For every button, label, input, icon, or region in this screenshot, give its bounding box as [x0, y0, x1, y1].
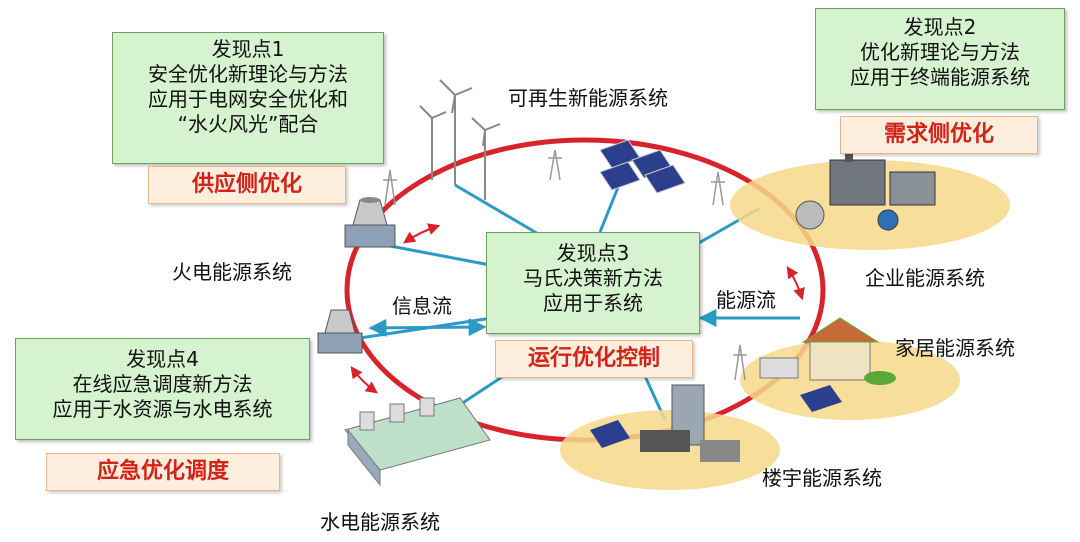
finding-3-line: 应用于系统 [543, 291, 643, 315]
finding-4-line: 在线应急调度新方法 [72, 372, 253, 396]
finding-1-line: “水火风光”配合 [177, 112, 319, 136]
red-arrow-enterprise [786, 265, 805, 301]
operation-control-tag: 运行优化控制 [495, 340, 693, 378]
power-pylon-icon [383, 149, 747, 381]
home-house-icon [740, 317, 960, 420]
info-flow-label: 信息流 [392, 294, 452, 318]
solar-panel-icon [599, 139, 686, 194]
supply-side-tag: 供应侧优化 [148, 166, 346, 204]
hydro-system-label: 水电能源系统 [320, 510, 440, 534]
finding-box-2: 发现点2 优化新理论与方法 应用于终端能源系统 [815, 8, 1065, 110]
enterprise-factory-icon [730, 140, 1010, 250]
link-renewable [454, 183, 541, 237]
finding-box-1: 发现点1 安全优化新理论与方法 应用于电网安全优化和 “水火风光”配合 [112, 32, 384, 164]
hydro-dam-icon [344, 397, 491, 487]
finding-box-3: 发现点3 马氏决策新方法 应用于系统 [486, 232, 700, 334]
finding-box-4: 发现点4 在线应急调度新方法 应用于水资源与水电系统 [15, 338, 310, 440]
demand-side-tag: 需求侧优化 [840, 116, 1038, 154]
red-arrow-thermal [403, 223, 441, 244]
link-thermal [384, 243, 491, 267]
emergency-dispatch-tag: 应急优化调度 [46, 453, 280, 491]
finding-4-line: 应用于水资源与水电系统 [52, 397, 273, 421]
finding-1-line: 应用于电网安全优化和 [148, 87, 348, 111]
finding-3-title: 发现点3 [556, 241, 630, 265]
home-system-label: 家居能源系统 [895, 336, 1015, 360]
red-arrow-hydro [350, 366, 378, 394]
finding-1-title: 发现点1 [211, 37, 285, 61]
info-flow-arrow [368, 318, 487, 337]
renewable-system-label: 可再生新能源系统 [508, 86, 668, 110]
finding-2-line: 优化新理论与方法 [860, 40, 1020, 64]
finding-1-line: 安全优化新理论与方法 [148, 62, 348, 86]
energy-flow-label: 能源流 [716, 288, 776, 312]
thermal-plant-icon [317, 197, 396, 354]
building-system-label: 楼宇能源系统 [762, 466, 882, 490]
finding-2-title: 发现点2 [903, 15, 977, 39]
thermal-system-label: 火电能源系统 [172, 260, 292, 284]
finding-2-line: 应用于终端能源系统 [850, 65, 1030, 89]
finding-4-title: 发现点4 [126, 347, 199, 371]
building-icon [560, 384, 780, 490]
wind-turbine-icon [419, 79, 501, 200]
enterprise-system-label: 企业能源系统 [865, 266, 985, 290]
finding-3-line: 马氏决策新方法 [523, 266, 663, 290]
